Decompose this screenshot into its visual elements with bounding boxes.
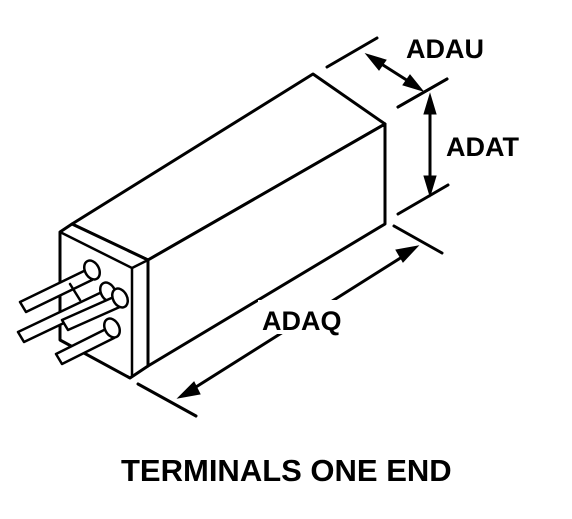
height-extension-line-2 (396, 183, 450, 216)
length-arrowhead-1 (176, 381, 201, 399)
height-arrowhead-1 (423, 92, 437, 115)
length-dimension: ADAQ (136, 224, 444, 418)
end-plate-corner (130, 258, 150, 270)
length-arrowhead-2 (395, 245, 420, 263)
height-dimension: ADAT (396, 77, 519, 216)
depth-dimension: ADAU (325, 34, 484, 109)
depth-arrowhead-2 (402, 74, 425, 92)
height-label: ADAT (446, 132, 519, 162)
height-arrowhead-2 (423, 175, 437, 198)
depth-arrowhead-1 (364, 53, 387, 71)
terminal-pins (16, 259, 130, 366)
height-extension-line-1 (396, 77, 449, 109)
length-label-backdrop (258, 300, 364, 334)
length-extension-line-1 (392, 224, 444, 255)
caption: TERMINALS ONE END (121, 453, 452, 488)
terminal-pin-1 (18, 259, 102, 314)
length-extension-line-2 (136, 382, 198, 418)
terminal-pin-4 (54, 317, 122, 366)
terminal-pin-3 (60, 287, 130, 332)
pin-stub (68, 282, 82, 302)
length-label: ADAQ (262, 306, 342, 336)
depth-label: ADAU (406, 34, 484, 64)
depth-extension-line-1 (325, 36, 379, 69)
relay-body (58, 72, 387, 380)
